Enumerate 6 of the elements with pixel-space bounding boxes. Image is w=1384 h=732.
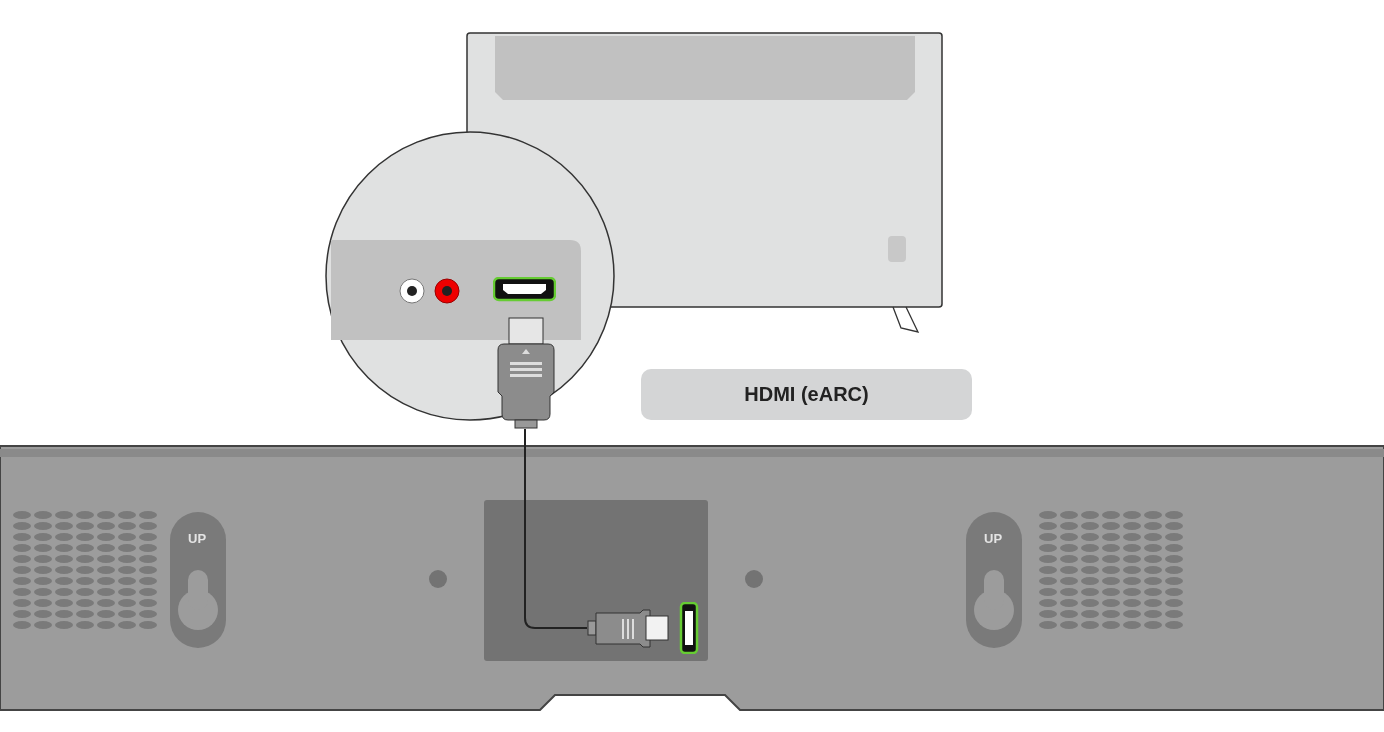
hdmi-cable: [524, 428, 588, 629]
orientation-mark: UP: [188, 532, 207, 545]
hdmi-port-with-plug-icon: [493, 277, 556, 429]
orientation-mark: UP: [984, 532, 1003, 545]
port-label: HDMI (eARC): [641, 369, 972, 420]
hdmi-port-with-plug-icon: [587, 602, 699, 654]
